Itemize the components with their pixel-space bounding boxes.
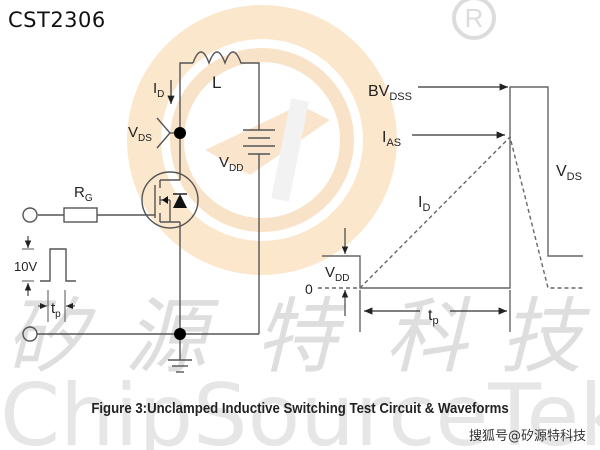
gate-resistor-label: RG xyxy=(74,184,93,204)
circuit-vds-label: VDS xyxy=(128,124,152,144)
waveform-tp-label: tp xyxy=(428,307,439,327)
model-number: CST2306 xyxy=(8,8,106,32)
waveform-vds-label: VDS xyxy=(556,163,582,183)
svg-text:矽: 矽 xyxy=(5,290,96,385)
circuit-id-label: ID xyxy=(153,80,164,100)
watermark-cn-text: 矽 源 特 科 技 xyxy=(5,290,591,385)
svg-text:源: 源 xyxy=(125,290,220,385)
svg-text:特: 特 xyxy=(255,290,345,385)
waveform-vdd-label: VDD xyxy=(325,264,349,284)
watermark-en-text: ChipSourceTek xyxy=(0,366,600,450)
figure-caption: Figure 3:Unclamped Inductive Switching T… xyxy=(91,400,509,417)
zero-level-label: 0 xyxy=(305,281,313,297)
waveform-id-label: ID xyxy=(418,194,430,214)
svg-text:科: 科 xyxy=(385,290,471,385)
svg-text:R: R xyxy=(465,3,484,33)
circuit-tp-label: tp xyxy=(51,300,61,320)
inductor-label: L xyxy=(212,73,221,92)
pulse-amplitude-label: 10V xyxy=(14,259,37,274)
svg-text:技: 技 xyxy=(500,290,591,385)
registered-mark: R xyxy=(452,0,496,40)
bvdss-label: BVDSS xyxy=(368,83,412,103)
circuit-vdd-label: VDD xyxy=(219,154,243,174)
watermark-logo xyxy=(127,5,397,275)
ias-label: IAS xyxy=(382,129,401,149)
source-attribution: 搜狐号@矽源特科技 xyxy=(468,429,586,444)
